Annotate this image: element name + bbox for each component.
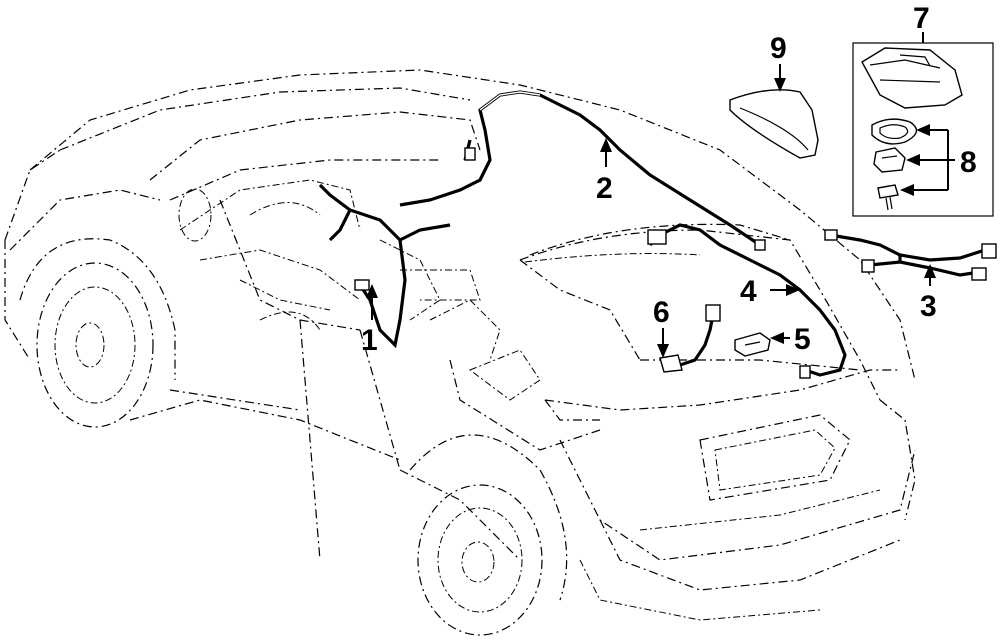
callout-2: 2 xyxy=(596,172,613,205)
harness-1 xyxy=(318,183,451,349)
part-6 xyxy=(659,304,721,373)
part-5 xyxy=(734,332,771,357)
vehicle-outline xyxy=(4,69,916,636)
callout-8: 8 xyxy=(960,146,977,179)
callout-7: 7 xyxy=(913,2,930,35)
harness-3 xyxy=(824,229,997,281)
inset-box-7 xyxy=(852,42,994,217)
harness-2 xyxy=(399,90,766,251)
callout-1: 1 xyxy=(361,324,378,357)
callout-6: 6 xyxy=(653,296,670,329)
callout-3: 3 xyxy=(920,290,937,323)
part-9-antenna xyxy=(729,89,819,159)
callout-5: 5 xyxy=(794,323,811,356)
callout-9: 9 xyxy=(770,32,787,65)
callout-4: 4 xyxy=(740,275,757,308)
leader-arrows xyxy=(366,32,955,358)
